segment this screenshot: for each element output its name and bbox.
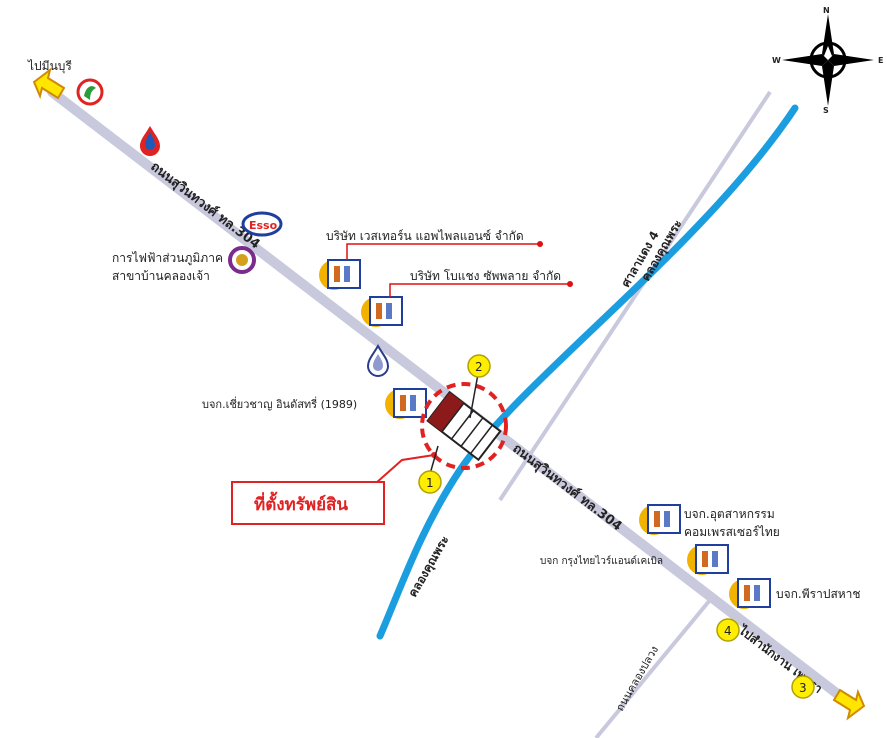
svg-text:1: 1 [426,476,434,490]
chiochan-label: บจก.เชี่ยวชาญ อินดัสทรี่ (1989) [202,396,357,411]
compass-south: S [823,106,829,115]
pea-label-line1: การไฟฟ้าส่วนภูมิภาค [112,251,223,266]
highway-label-upper: ถนนสุวินทวงศ์ ทล.304 [148,158,264,252]
compass-rose: N S W E [772,6,883,115]
factory-icon [639,504,681,535]
drop-blue-icon [366,344,390,377]
western-appliance-label: บริษัท เวสเทอร์น แอพไพลแอนซ์ จำกัด [326,229,524,243]
pea-emblem-icon [228,246,256,274]
compass-east: E [878,56,883,65]
sala-daeng-road [498,90,772,502]
property-site [420,382,508,470]
phiras-label: บจก.พีราปสหาช [776,587,861,601]
pea-label-line2: สาขาบ้านคลองเจ้า [112,269,210,283]
khlong-prawet-road [594,598,712,738]
marker-4: 4 [716,618,740,642]
bosch-supply-label: บริษัท โบแชง ซัพพลาย จำกัด [410,269,561,283]
marker-1: 1 [418,470,442,494]
marker-2-pointer [469,373,479,419]
compass-north: N [823,6,830,15]
arrow-to-chachoengsao [832,688,866,721]
leader-western [346,243,540,260]
minburi-label: ไปมีนบุรี [27,59,72,74]
property-label-box [231,481,385,525]
marker-2: 2 [467,354,491,378]
khlong-prawet-label: ถนนคลองปลวง [613,644,661,714]
factory-icon [319,259,361,290]
svg-text:4: 4 [724,624,732,638]
drop-red-icon [140,126,160,156]
arrow-to-minburi [32,67,66,100]
svg-text:3: 3 [799,681,807,695]
bank-icon [76,78,104,106]
marker-3: 3 [791,675,815,699]
compressor-label-line2: คอมเพรสเซอร์ไทย [684,525,780,539]
krungthai-wire-label: บจก กรุงไทยไวร์แอนด์เคเบิล [540,555,663,567]
factory-icon [687,544,729,575]
factory-icon [729,578,771,609]
svg-text:2: 2 [475,360,483,374]
factory-icon [361,296,403,327]
compressor-label-line1: บจก.อุตสาหกรรม [684,507,775,522]
factory-icon [385,388,427,419]
compass-west: W [772,56,781,65]
esso-icon: Esso [241,211,283,237]
marker-1-pointer [429,445,439,475]
highway-label-lower: ถนนสุวินทวงศ์ ทล.304 [510,440,626,534]
property-label: ที่ตั้งทรัพย์สิน [254,491,348,515]
leader-bosch [389,283,570,297]
esso-text: Esso [249,219,278,232]
property-leader [367,454,435,491]
